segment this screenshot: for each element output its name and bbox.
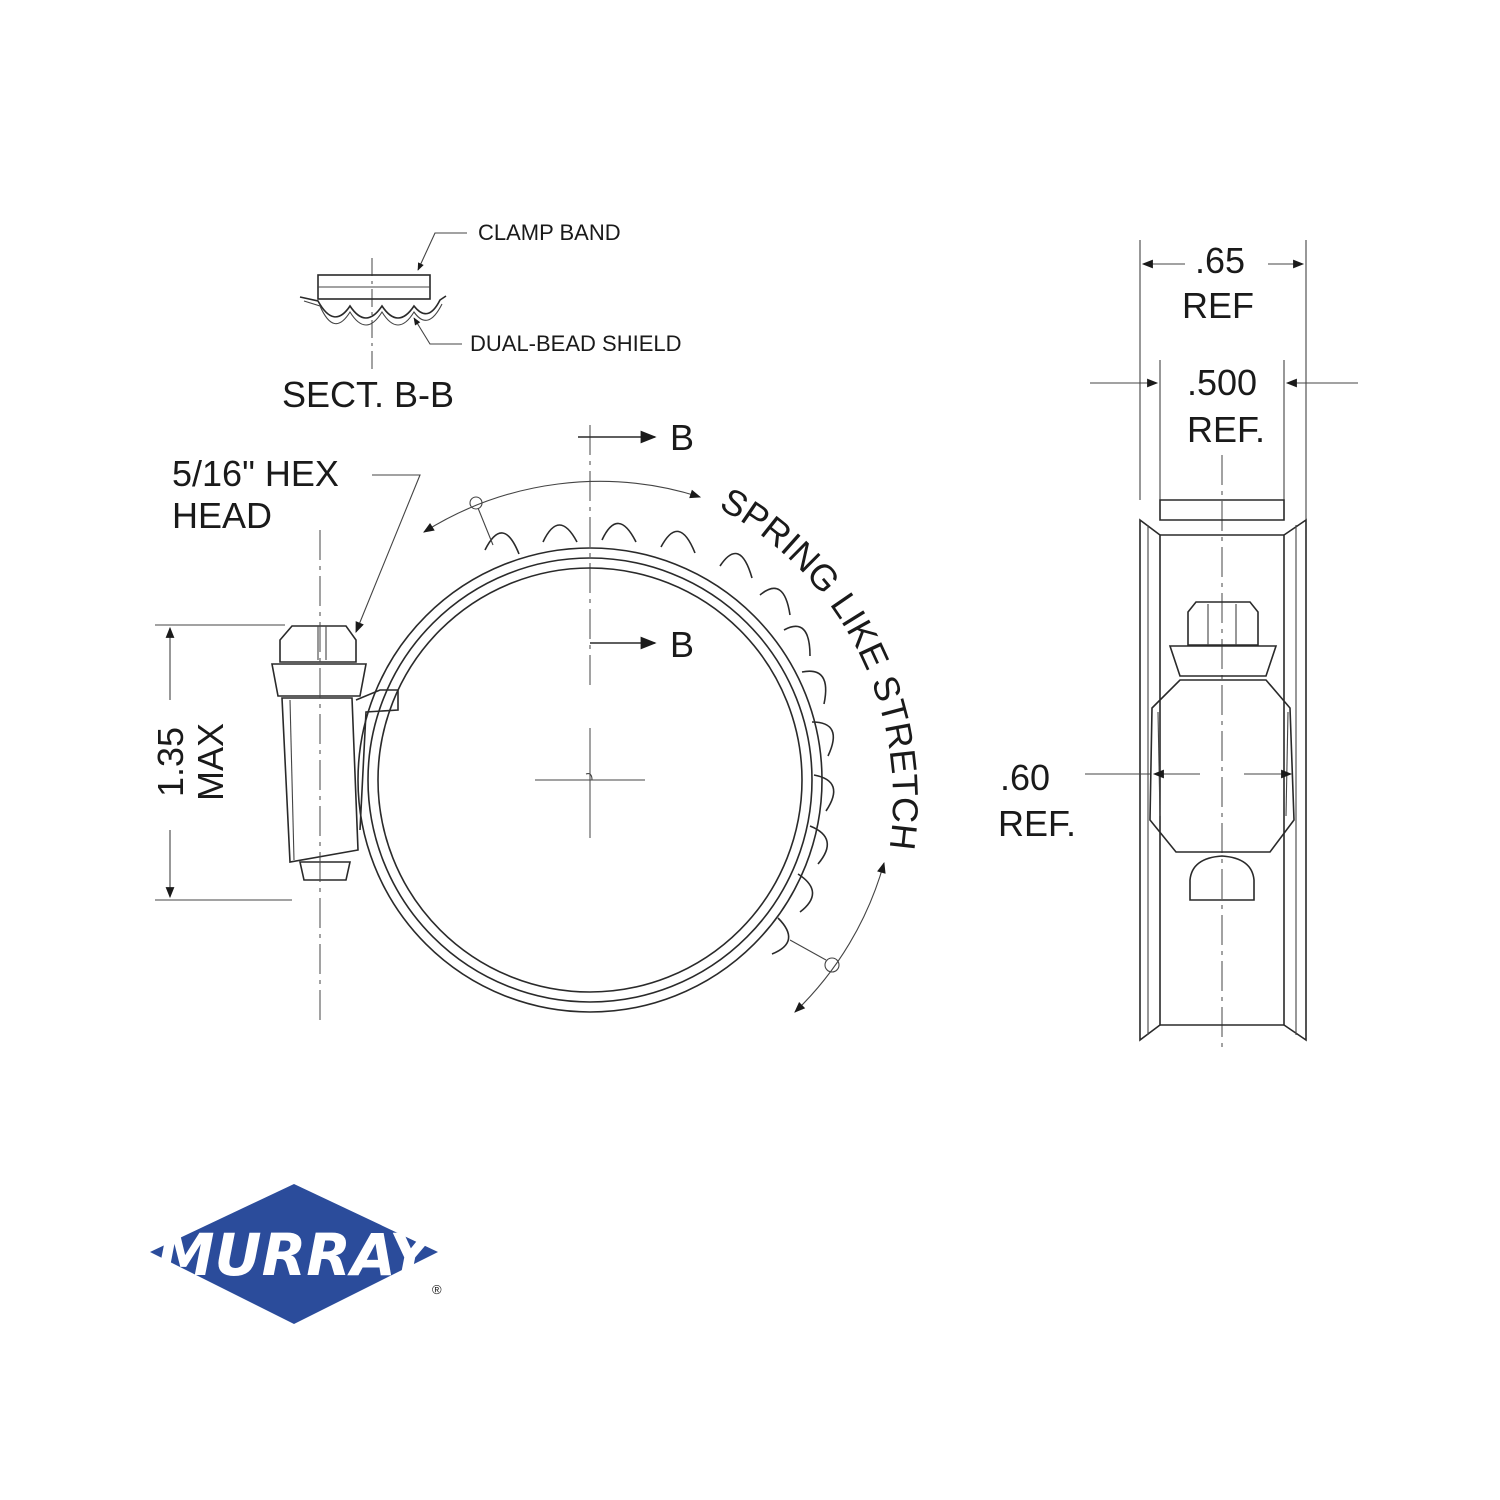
height-dimension-note: MAX [190, 723, 231, 801]
clamp-front-view [155, 425, 886, 1022]
spring-stretch-label: SPRING LIKE STRETCH [714, 479, 926, 852]
housing-width-value: .60 [1000, 757, 1050, 798]
inner-width-note: REF. [1187, 409, 1265, 450]
section-title: SECT. B-B [282, 374, 454, 415]
shield-beads [484, 522, 835, 955]
outer-width-value: .65 [1195, 240, 1245, 281]
clamp-side-view [1085, 240, 1358, 1050]
murray-logo: MURRAY ® [150, 1184, 442, 1324]
hex-head-label-line1: 5/16" HEX [172, 453, 339, 494]
height-dimension-value: 1.35 [150, 727, 191, 797]
logo-text: MURRAY [157, 1221, 436, 1289]
hex-head-label-line2: HEAD [172, 495, 272, 536]
clamp-band-callout: CLAMP BAND [478, 220, 621, 245]
logo-diamond-shape [150, 1184, 438, 1324]
inner-width-value: .500 [1187, 362, 1257, 403]
dual-bead-shield-callout: DUAL-BEAD SHIELD [470, 331, 682, 356]
section-bb-detail [299, 232, 467, 372]
section-marker-b-top: B [670, 417, 694, 458]
outer-width-note: REF [1182, 285, 1254, 326]
registered-mark: ® [432, 1282, 442, 1297]
section-marker-b-bottom: B [670, 624, 694, 665]
housing-width-note: REF. [998, 803, 1076, 844]
screw-housing [271, 625, 399, 881]
